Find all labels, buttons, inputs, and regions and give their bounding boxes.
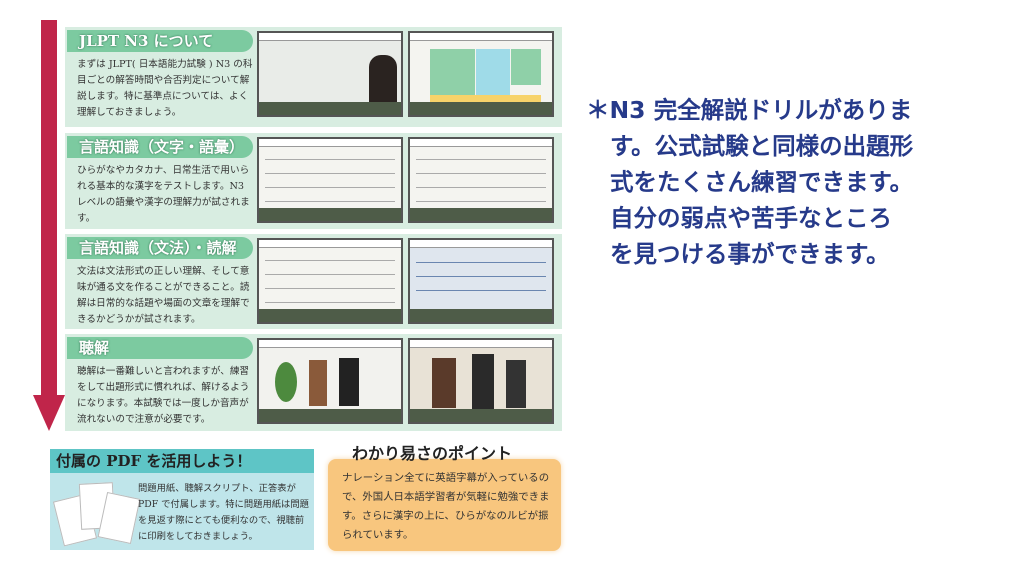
pdf-title: 付属の PDF を活用しよう！ <box>50 449 314 473</box>
point-title: わかり易さのポイント <box>352 444 513 463</box>
illustration-thumbnail <box>408 338 554 424</box>
section-text: まずは JLPT( 日本語能力試験 ) N3 の科目ごとの解答時間や合否判定につ… <box>77 59 253 118</box>
pdf-info-box: 付属の PDF を活用しよう！ 問題用紙、聴解スクリプト、正答表が PDF で付… <box>50 449 314 550</box>
flow-arrow <box>41 20 57 400</box>
section-title: 聴解 <box>67 337 253 359</box>
video-thumbnail <box>408 31 554 117</box>
question-thumbnail <box>257 137 403 223</box>
section-vocabulary: 言語知識（文字・語彙） ひらがなやカタカナ、日常生活で用いられる基本的な漢字をテ… <box>65 133 562 229</box>
pdf-text: 問題用紙、聴解スクリプト、正答表が PDF で付属します。特に問題用紙は問題を見… <box>138 483 309 542</box>
section-listening: 聴解 聴解は一番難しいと言われますが、練習をして出題形式に慣れれば、解けるように… <box>65 334 562 431</box>
section-jlpt-n3: JLPT N3 について まずは JLPT( 日本語能力試験 ) N3 の科目ご… <box>65 27 562 127</box>
section-text: 文法は文法形式の正しい理解、そして意味が通る文を作ることができること。読解は日常… <box>77 266 250 325</box>
feature-line: 自分の弱点や苦手なところ <box>610 204 892 232</box>
section-text: 聴解は一番難しいと言われますが、練習をして出題形式に慣れれば、解けるようになりま… <box>77 366 250 425</box>
video-thumbnail <box>257 31 403 117</box>
feature-line: 式をたくさん練習できます。 <box>610 168 914 196</box>
flow-arrow-head <box>33 395 65 431</box>
section-grammar-reading: 言語知識（文法）・読解 文法は文法形式の正しい理解、そして意味が通る文を作ること… <box>65 234 562 329</box>
feature-description: ＊N3 完全解説ドリルがありま す。公式試験と同様の出題形 式をたくさん練習でき… <box>586 92 913 272</box>
question-thumbnail <box>408 137 554 223</box>
illustration-thumbnail <box>257 338 403 424</box>
question-thumbnail <box>408 238 554 324</box>
question-thumbnail <box>257 238 403 324</box>
feature-line: す。公式試験と同様の出題形 <box>610 132 914 160</box>
point-box: ナレーション全てに英語字幕が入っているので、外国人日本語学習者が気軽に勉強できま… <box>328 459 561 551</box>
point-text: ナレーション全てに英語字幕が入っているので、外国人日本語学習者が気軽に勉強できま… <box>342 472 550 541</box>
feature-line: を見つける事ができます。 <box>610 240 890 268</box>
section-title: JLPT N3 について <box>67 30 253 52</box>
section-title: 言語知識（文法）・読解 <box>67 237 253 259</box>
section-text: ひらがなやカタカナ、日常生活で用いられる基本的な漢字をテストします。N3 レベル… <box>77 165 250 224</box>
feature-line: ＊N3 完全解説ドリルがありま <box>586 96 913 124</box>
section-title: 言語知識（文字・語彙） <box>67 136 253 158</box>
